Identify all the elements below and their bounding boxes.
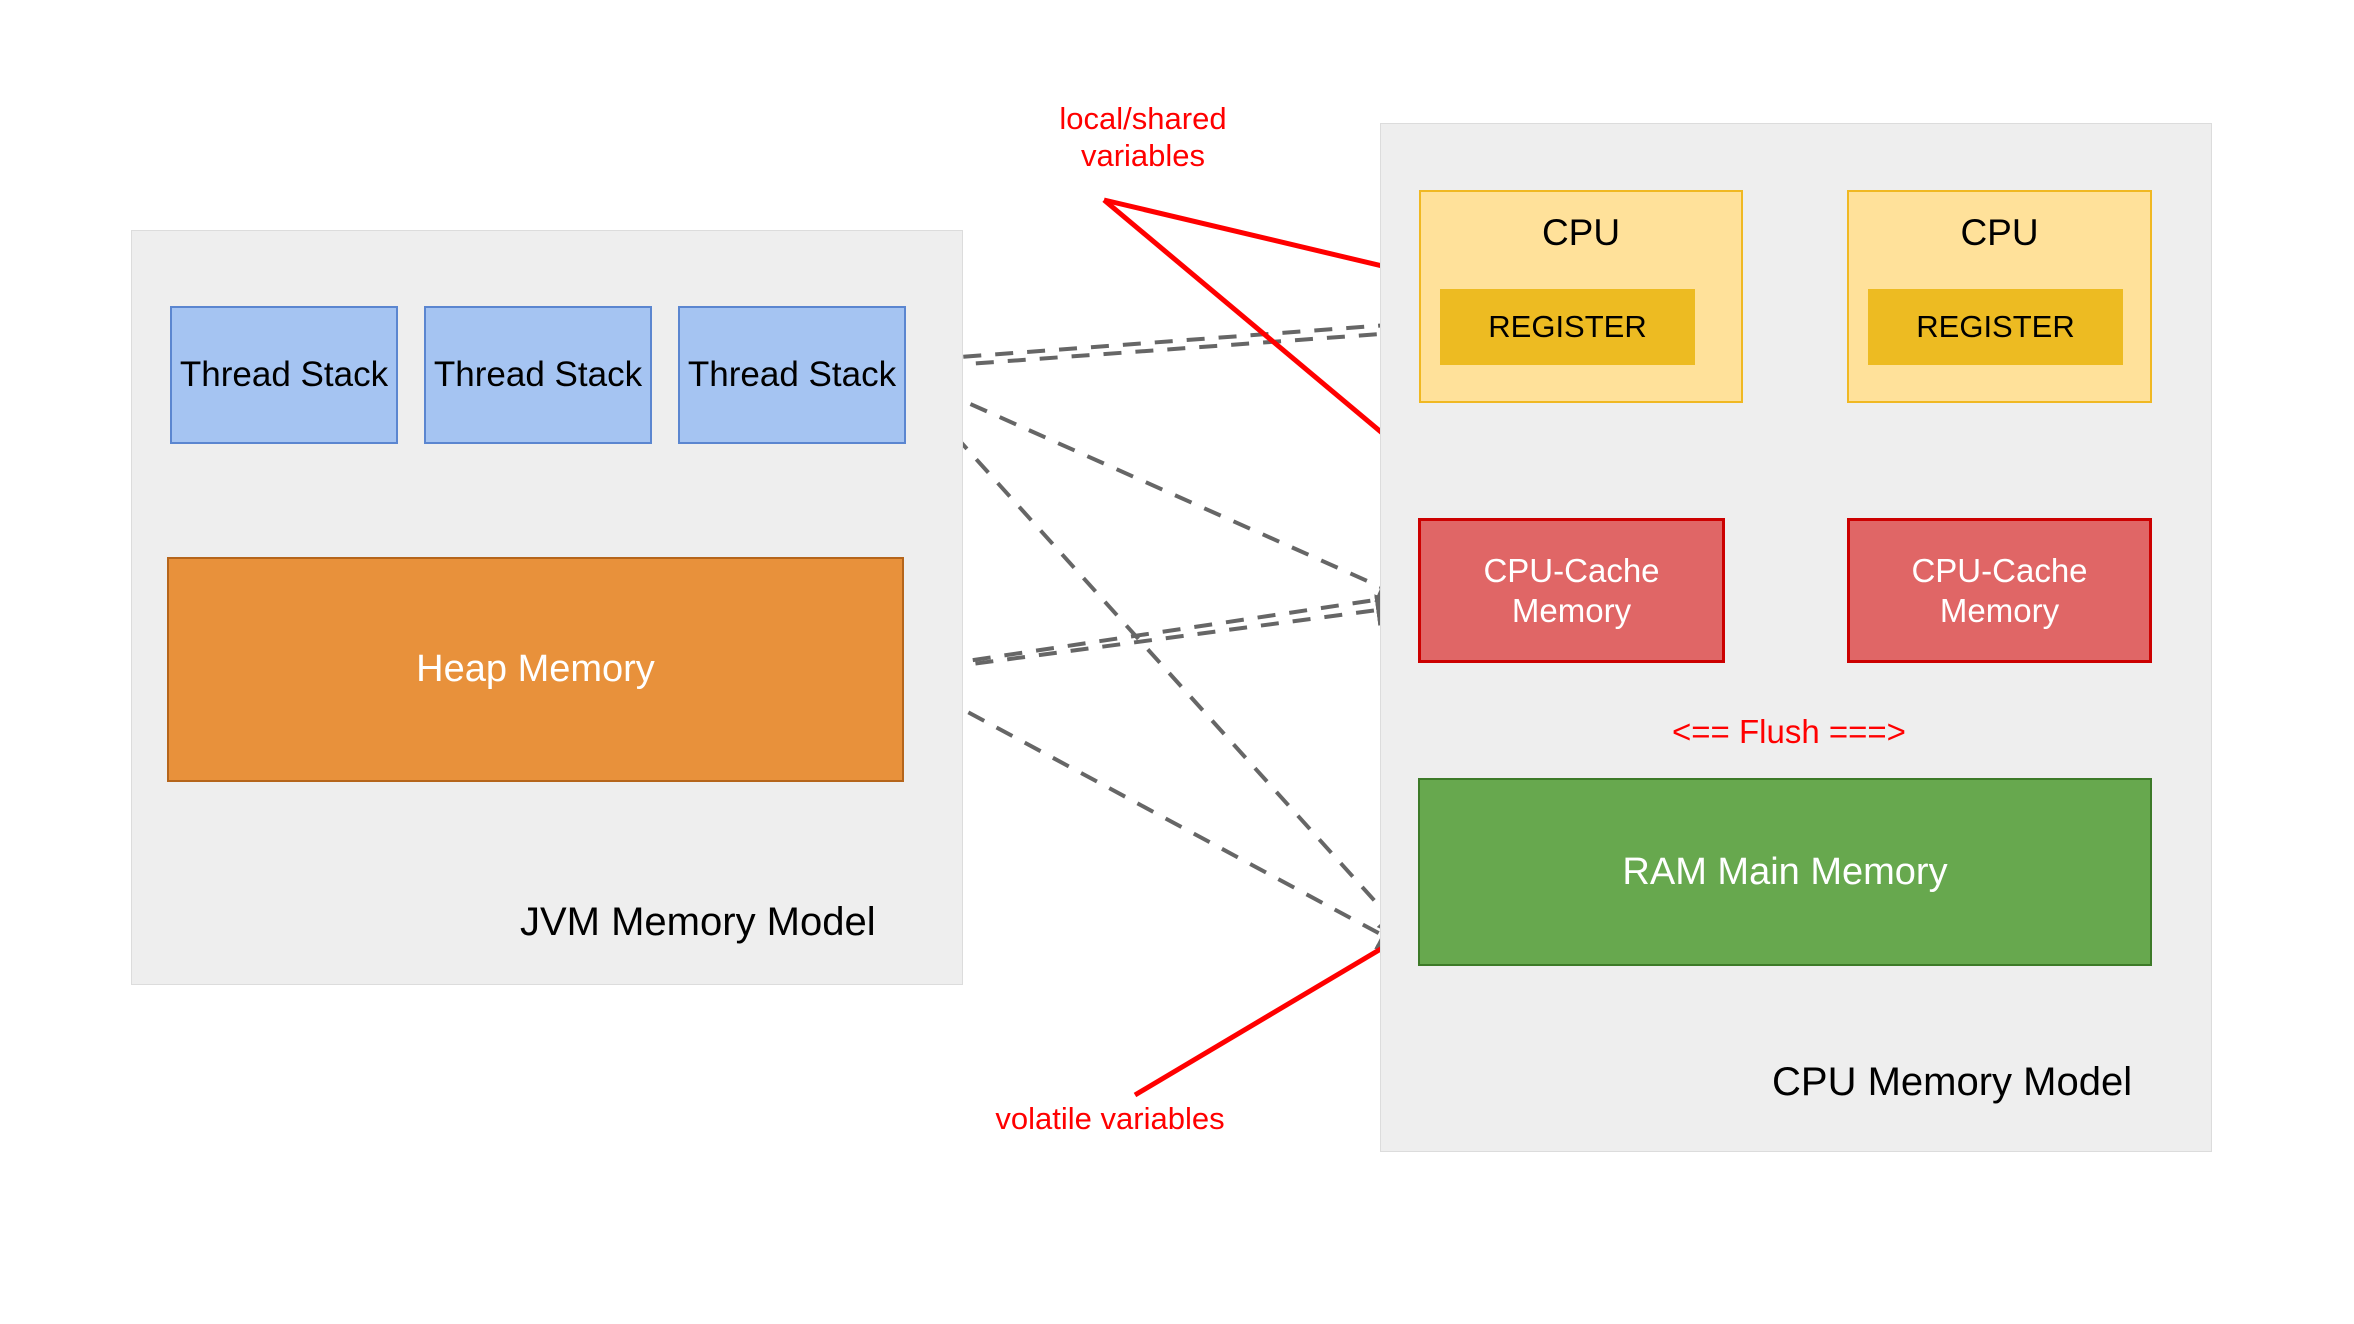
dashed-connectors bbox=[910, 316, 1440, 952]
edge-cache-to-heap bbox=[916, 594, 1403, 680]
edge-thread-to-register bbox=[911, 316, 1440, 370]
thread-stack-box-1: Thread Stack bbox=[170, 306, 398, 444]
edge-thread-to-ram bbox=[910, 386, 1413, 943]
heap-memory-box: Heap Memory bbox=[167, 557, 904, 782]
ram-main-memory-box: RAM Main Memory bbox=[1418, 778, 2152, 966]
jvm-memory-model-title: JVM Memory Model bbox=[520, 900, 876, 944]
edge-thread-to-cache bbox=[911, 376, 1414, 602]
register-box-2: REGISTER bbox=[1868, 289, 2123, 365]
volatile-variables-annotation: volatile variables bbox=[995, 1101, 1225, 1136]
local-shared-variables-annotation: local/shared variables bbox=[1059, 101, 1227, 174]
cpu-cache-memory-box-2: CPU-Cache Memory bbox=[1847, 518, 2152, 663]
flush-label: <== Flush ===> bbox=[1672, 713, 1906, 750]
cpu-cache-memory-box-1: CPU-Cache Memory bbox=[1418, 518, 1725, 663]
edge-register-to-heap bbox=[916, 320, 1429, 374]
cpu-memory-model-title: CPU Memory Model bbox=[1772, 1060, 2133, 1104]
edge-heap-to-cache bbox=[911, 594, 1412, 674]
thread-stack-box-2: Thread Stack bbox=[424, 306, 652, 444]
edge-heap-to-ram bbox=[911, 680, 1414, 952]
thread-stack-box-3: Thread Stack bbox=[678, 306, 906, 444]
register-box-1: REGISTER bbox=[1440, 289, 1695, 365]
